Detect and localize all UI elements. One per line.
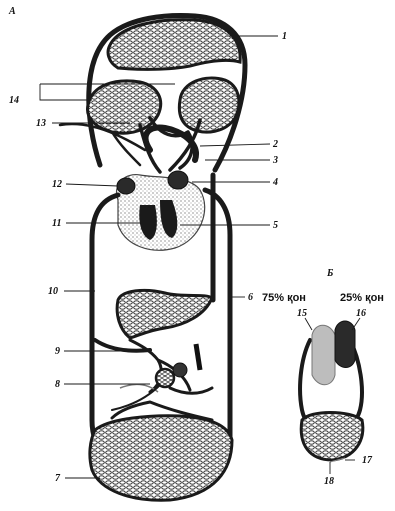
- panel-b-letter: Б: [326, 268, 334, 279]
- label-6: 6: [248, 292, 253, 303]
- small-circuit-capillary-bed: [301, 413, 363, 461]
- upper-abdominal-bed: [117, 290, 212, 338]
- caption-25-percent: 25% қон: [340, 292, 384, 304]
- label-5: 5: [273, 220, 278, 231]
- heart: [117, 171, 205, 250]
- label-4: 4: [272, 177, 278, 188]
- label-14: 14: [9, 95, 19, 106]
- label-10: 10: [48, 286, 58, 297]
- label-13: 13: [36, 118, 46, 129]
- label-1: 1: [282, 31, 287, 42]
- head-capillary-bed: [108, 20, 240, 70]
- label-8: 8: [55, 379, 60, 390]
- caption-75-percent: 75% қон: [262, 292, 306, 304]
- label-9: 9: [55, 346, 60, 357]
- label-15: 15: [297, 308, 307, 319]
- panel-a-figure: [60, 16, 245, 501]
- right-lung-bed: [179, 78, 239, 132]
- label-16: 16: [356, 308, 366, 319]
- label-7: 7: [55, 473, 61, 484]
- label-2: 2: [272, 139, 278, 150]
- panel-a-letter: А: [8, 6, 16, 17]
- label-3: 3: [272, 155, 278, 166]
- arterial-segment: [335, 321, 355, 368]
- left-atrium: [168, 171, 188, 189]
- left-lung-bed: [88, 81, 161, 133]
- label-12: 12: [52, 179, 62, 190]
- right-atrium: [117, 178, 135, 194]
- label-18: 18: [324, 476, 334, 487]
- label-11: 11: [52, 218, 61, 229]
- venous-segment: [312, 325, 335, 385]
- label-17: 17: [362, 455, 373, 466]
- lower-body-capillary-bed: [90, 416, 232, 500]
- panel-b-figure: [300, 321, 363, 462]
